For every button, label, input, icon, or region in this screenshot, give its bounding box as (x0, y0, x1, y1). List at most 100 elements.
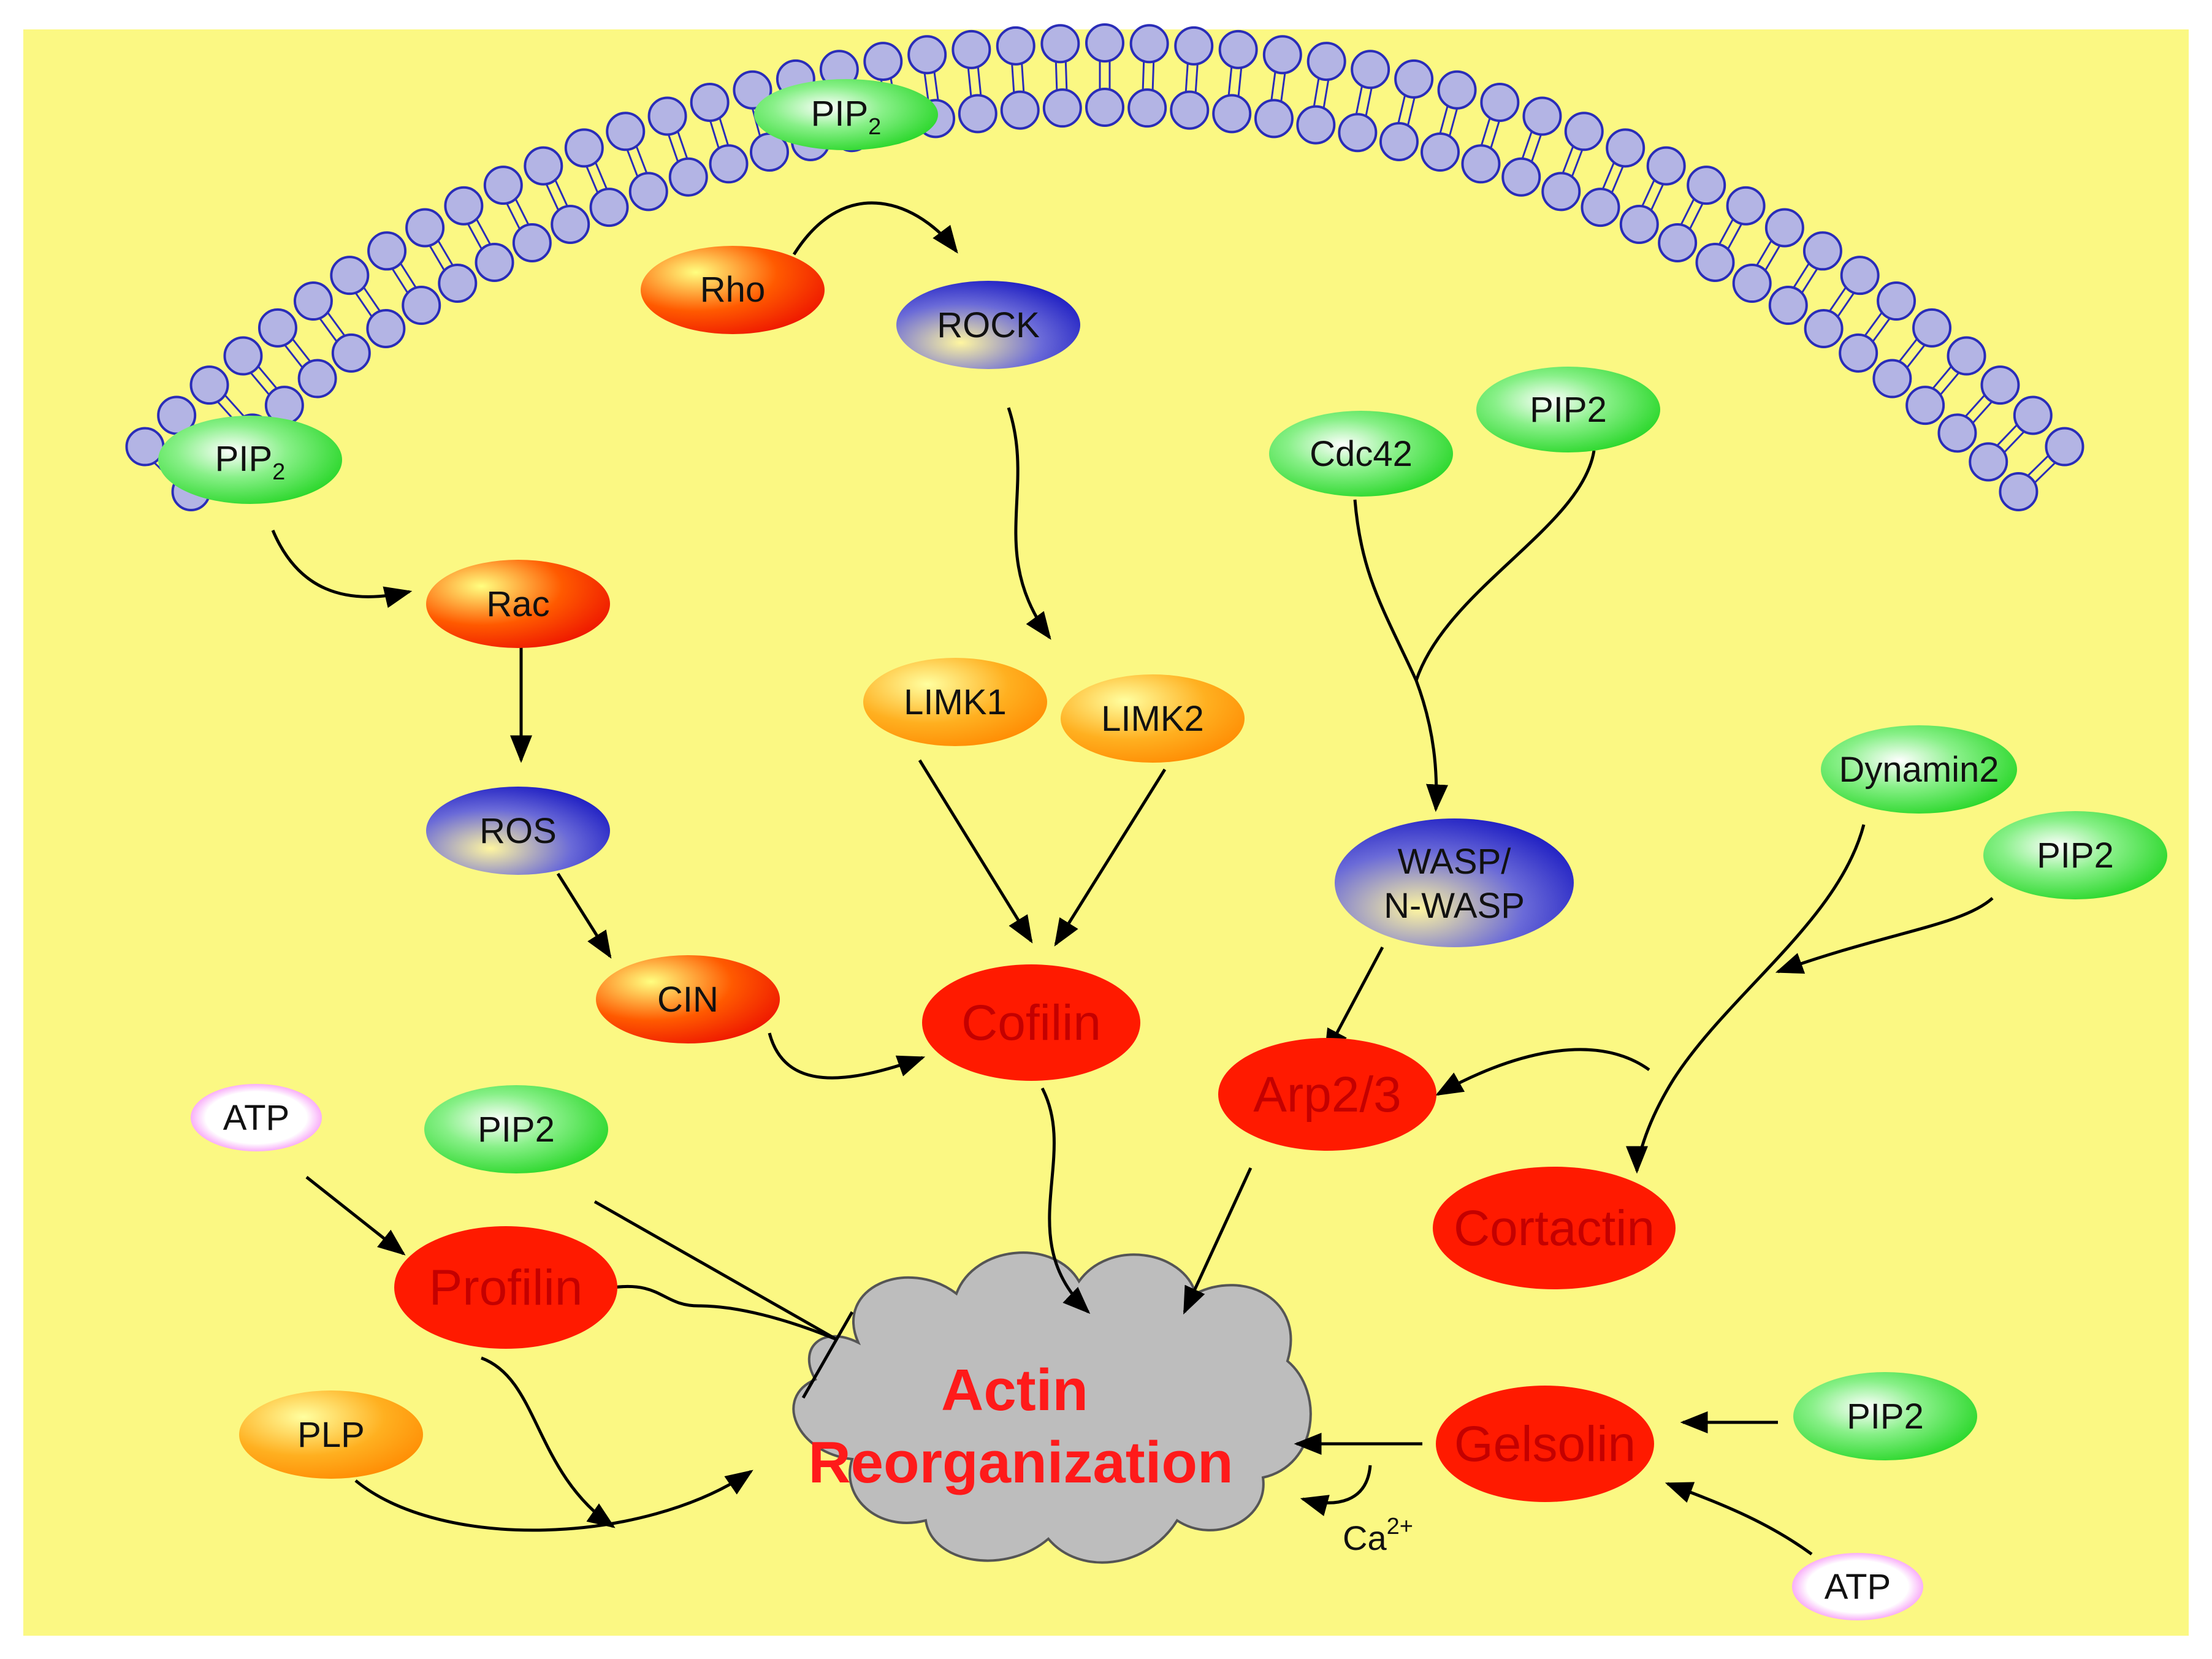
lipid-head (444, 186, 484, 226)
node-profilin: Profilin (394, 1226, 617, 1349)
atp-left-label: ATP (223, 1098, 290, 1138)
lipid-head (1042, 88, 1082, 128)
lipid-head (1421, 132, 1460, 172)
edge-merge-wasp (1414, 680, 1448, 812)
lipid-head (1877, 281, 1916, 321)
lipid-head (551, 205, 590, 245)
edge-rock-limk (1007, 407, 1051, 640)
limk1-label: LIMK1 (904, 682, 1007, 722)
lipid-head (331, 333, 371, 373)
lipid-head (1218, 29, 1258, 69)
edge-atp-gelsolin (1665, 1482, 1813, 1556)
lipid-head (1379, 121, 1419, 161)
edge-limk1-cofilin (918, 759, 1033, 944)
svg-text:Ca2+: Ca2+ (1343, 1514, 1413, 1557)
lipid-head (1212, 94, 1252, 134)
lipid-head (952, 29, 991, 69)
node-cdc42: Cdc42 (1269, 411, 1453, 497)
lipid-head (1306, 42, 1346, 82)
node-ros: ROS (426, 787, 610, 875)
calcium-label: Ca (1343, 1519, 1387, 1557)
edge-to-arp23 (1435, 1048, 1650, 1096)
node-limk2: LIMK2 (1061, 674, 1245, 763)
actin-label-line1: Actin (941, 1357, 1088, 1423)
lipid-head (564, 128, 604, 168)
lipid-head (1969, 442, 2008, 482)
node-pip2-profilin: PIP2 (424, 1085, 608, 1173)
lipid-head (1905, 386, 1945, 425)
atp-right-label: ATP (1825, 1567, 1891, 1607)
limk2-label: LIMK2 (1101, 699, 1204, 739)
edge-limk2-cofilin (1054, 768, 1167, 947)
calcium-superscript: 2+ (1387, 1514, 1413, 1539)
lipid-head (2013, 395, 2053, 435)
node-atp-left: ATP (191, 1084, 322, 1151)
node-rho: Rho (641, 246, 825, 334)
pip2-left-label: PIP (215, 439, 273, 479)
lipid-head (1085, 23, 1124, 63)
edge-wasp-arp23 (1324, 946, 1384, 1057)
lipid-head (125, 427, 165, 467)
lipid-head (293, 281, 333, 321)
rock-label: ROCK (937, 305, 1040, 345)
edge-dynamin2-cortactin (1626, 824, 1866, 1174)
nodes: PIP2 Rho ROCK PIP2 Cdc42 PIP2 Rac R (158, 79, 2167, 1620)
lipid-head (628, 172, 668, 212)
lipid-head (1564, 112, 1604, 151)
svg-text:PIP2: PIP2 (811, 94, 882, 140)
pip2-membrane-subscript: 2 (868, 114, 881, 140)
lipid-head (1912, 308, 1952, 348)
lipid-head (483, 166, 523, 205)
lipid-head (1437, 70, 1477, 110)
lipid-head (366, 308, 406, 348)
lipid-head (257, 308, 297, 348)
edge-pip2dyn-arp23 (1775, 897, 1994, 974)
node-limk1: LIMK1 (863, 658, 1047, 746)
lipid-head (1000, 90, 1040, 130)
node-calcium: Ca2+ (1343, 1514, 1413, 1557)
rac-label: Rac (486, 584, 549, 624)
lipid-head (1732, 264, 1772, 303)
lipid-head (524, 146, 563, 186)
lipid-head (1338, 113, 1378, 153)
lipid-head (863, 42, 903, 82)
lipid-head (733, 70, 772, 110)
lipid-head (1695, 242, 1735, 282)
lipid-head (1127, 88, 1167, 128)
lipid-head (1839, 333, 1878, 373)
ros-label: ROS (479, 811, 557, 851)
lipid-head (1840, 256, 1880, 296)
lipid-head (1947, 336, 1986, 376)
node-pip2-left: PIP2 (158, 416, 342, 504)
node-rac: Rac (426, 560, 610, 648)
edge-cdc42-merge (1353, 499, 1418, 682)
lipid-head (1937, 413, 1977, 453)
edge-calcium (1300, 1465, 1372, 1517)
edge-pip2-inhibit (593, 1200, 838, 1341)
lipid-head (297, 359, 337, 399)
edge-pip2-rac (271, 530, 413, 608)
actin-label-line2: Reorganization (808, 1430, 1233, 1495)
lipid-head (606, 112, 646, 151)
lipid-head (1480, 82, 1520, 122)
edge-plp-actin (354, 1470, 753, 1532)
lipid-head (512, 223, 552, 262)
lipid-head (589, 188, 629, 227)
lipid-head (1872, 359, 1912, 399)
node-pip2-top-right: PIP2 (1476, 367, 1660, 452)
lipid-head (1764, 208, 1804, 248)
lipid-head (1646, 146, 1686, 186)
lipid-head (1170, 90, 1210, 130)
node-plp: PLP (239, 1390, 423, 1479)
node-actin-reorganization: Actin Reorganization (808, 1357, 1233, 1495)
lipid-head (647, 96, 687, 136)
edge-ros-cin (556, 872, 612, 959)
lipid-head (709, 144, 749, 184)
node-pip2-membrane: PIP2 (754, 79, 938, 150)
dynamin2-label: Dynamin2 (1839, 750, 1999, 790)
rho-label: Rho (700, 270, 765, 310)
edge-rho-rock (792, 201, 958, 256)
lipid-head (1541, 172, 1581, 212)
node-cortactin: Cortactin (1433, 1167, 1676, 1289)
edge-profilin-actin (481, 1356, 616, 1528)
